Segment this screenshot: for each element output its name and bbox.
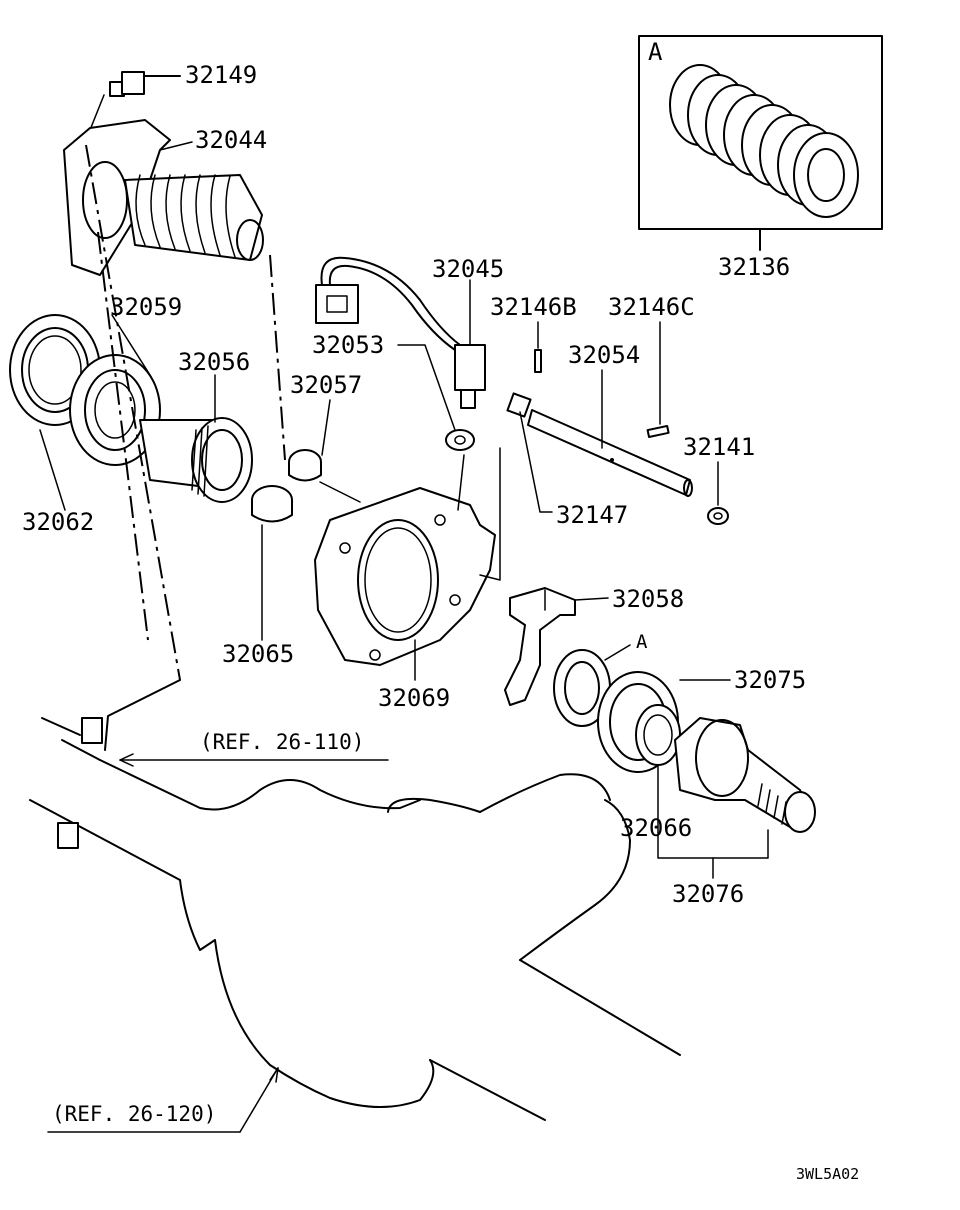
plug-32147 bbox=[506, 392, 532, 418]
label-32045: 32045 bbox=[432, 255, 504, 283]
label-32057: 32057 bbox=[290, 371, 362, 399]
label-32069: 32069 bbox=[378, 684, 450, 712]
label-32147: 32147 bbox=[556, 501, 628, 529]
label-32054: 32054 bbox=[568, 341, 640, 369]
washer-letter: A bbox=[636, 631, 648, 653]
inset-box-a: A bbox=[638, 35, 883, 251]
clutch-disc-stack bbox=[669, 64, 859, 218]
drawing-code: 3WL5A02 bbox=[796, 1165, 859, 1183]
label-32065: 32065 bbox=[222, 640, 294, 668]
label-32066: 32066 bbox=[620, 814, 692, 842]
ref-26-110: (REF. 26-110) bbox=[200, 730, 364, 754]
label-32146b: 32146B bbox=[490, 293, 577, 321]
bushing-32065 bbox=[251, 485, 293, 523]
assembly-centerlines bbox=[85, 144, 501, 681]
label-32136: 32136 bbox=[718, 253, 790, 281]
label-32141: 32141 bbox=[683, 433, 755, 461]
sleeve-32056 bbox=[139, 417, 253, 503]
pin-32146c bbox=[646, 424, 670, 438]
label-32062: 32062 bbox=[22, 508, 94, 536]
collar-32057 bbox=[288, 449, 322, 482]
output-shaft-32076 bbox=[674, 717, 816, 833]
washer-32053 bbox=[445, 429, 475, 451]
label-32044: 32044 bbox=[195, 126, 267, 154]
shift-fork-32058 bbox=[504, 587, 576, 706]
transmission-case-outline bbox=[29, 679, 681, 1121]
thrust-washer-a bbox=[553, 649, 611, 727]
label-32149: 32149 bbox=[185, 61, 257, 89]
clip-32141 bbox=[707, 507, 729, 525]
bearing-32066 bbox=[635, 704, 681, 766]
bolt-32149 bbox=[109, 71, 181, 97]
inset-letter: A bbox=[648, 38, 663, 66]
label-32056: 32056 bbox=[178, 348, 250, 376]
sensor-harness-32045 bbox=[315, 256, 486, 409]
label-32059: 32059 bbox=[110, 293, 182, 321]
label-32146c: 32146C bbox=[608, 293, 695, 321]
label-32053: 32053 bbox=[312, 331, 384, 359]
adapter-case-32069 bbox=[314, 487, 496, 666]
ref-26-120: (REF. 26-120) bbox=[52, 1102, 216, 1126]
label-32075: 32075 bbox=[734, 666, 806, 694]
label-32076: 32076 bbox=[672, 880, 744, 908]
label-32058: 32058 bbox=[612, 585, 684, 613]
extension-housing-32044 bbox=[63, 119, 264, 276]
shift-rail-32054 bbox=[527, 409, 693, 497]
pin-32146b bbox=[534, 349, 542, 373]
